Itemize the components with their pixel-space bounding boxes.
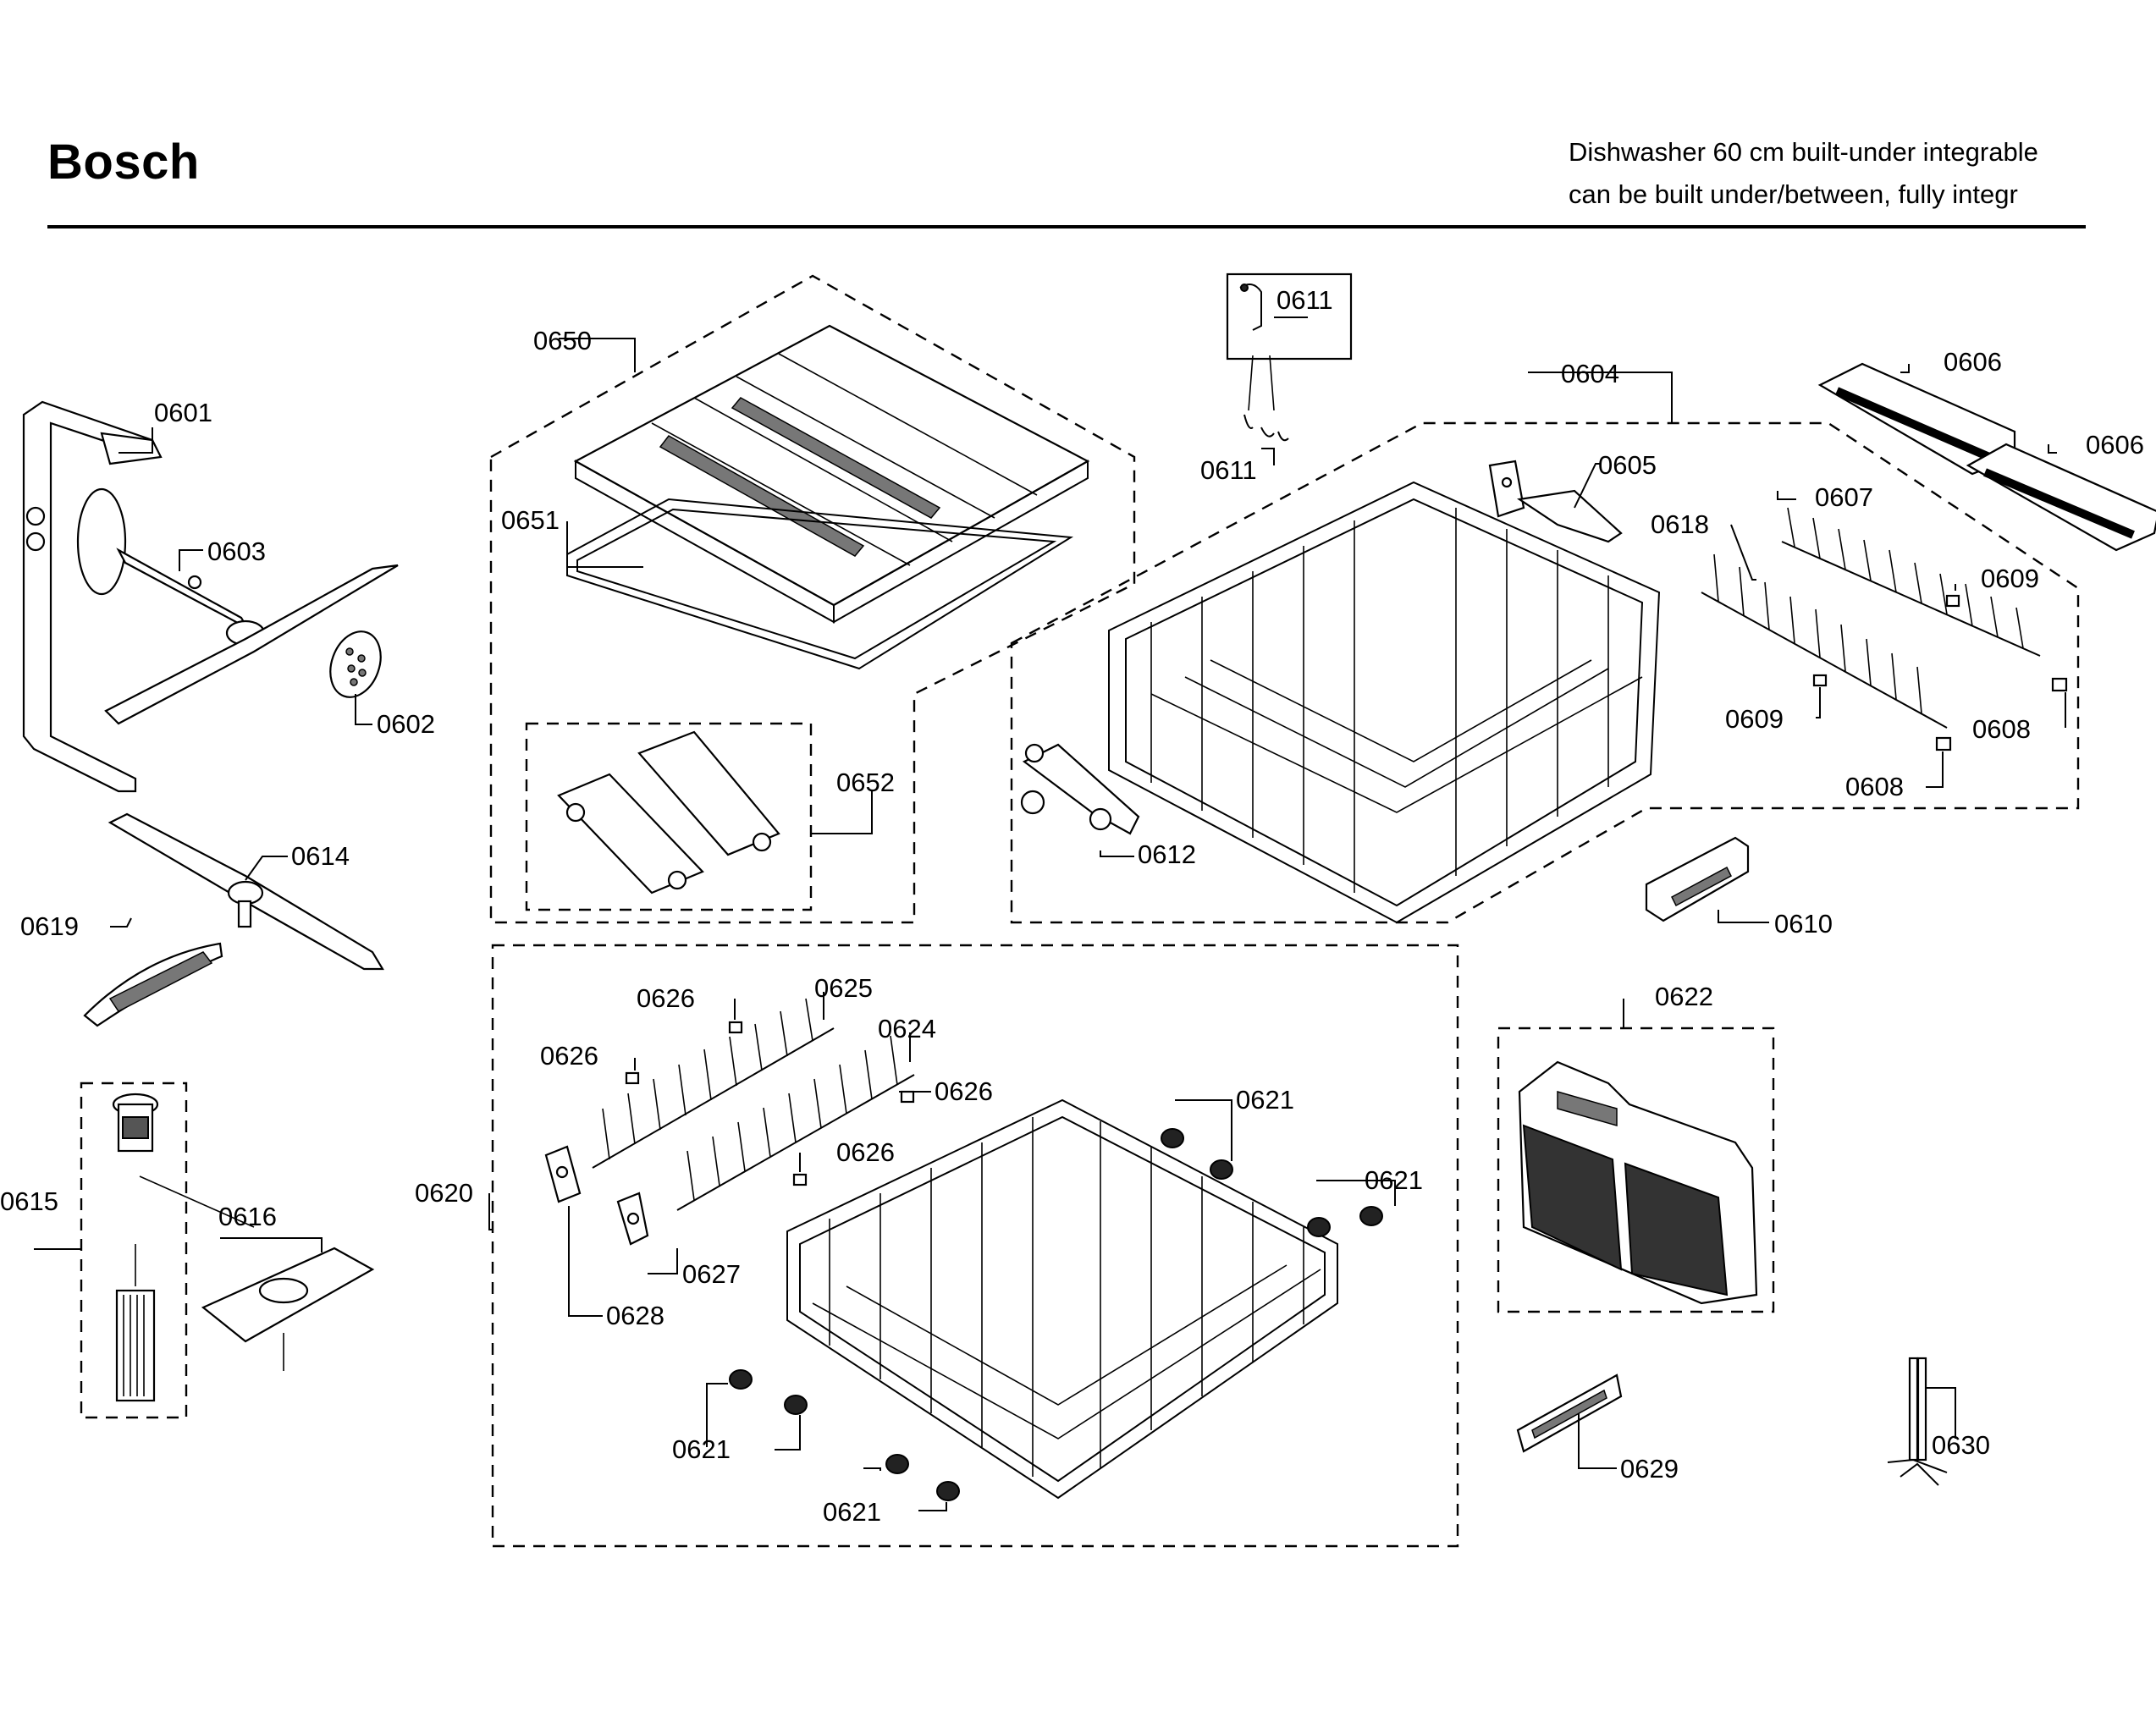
part-0652-tray-rails [557, 730, 780, 895]
label-0608-left: 0608 [1845, 772, 1904, 801]
leader-lines [34, 317, 2066, 1511]
label-0626-a: 0626 [637, 983, 695, 1013]
label-0650: 0650 [533, 326, 592, 355]
label-0621-a: 0621 [1236, 1085, 1294, 1115]
part-0610-handle [1645, 836, 1750, 922]
part-0624-tine-rack [676, 1035, 915, 1211]
part-0609-clips [1812, 594, 1960, 687]
group-box-0652 [525, 722, 813, 911]
label-0626-b: 0626 [540, 1041, 598, 1071]
part-0612-rack-adjuster [1020, 743, 1140, 835]
part-0604-upper-basket [1108, 481, 1661, 924]
label-0626-d: 0626 [836, 1137, 895, 1167]
label-0628: 0628 [606, 1301, 664, 1330]
part-labels: 0601 0602 0603 0614 0619 0615 0616 0650 … [0, 285, 2144, 1527]
part-0603-upper-spray-arm [76, 487, 399, 725]
label-0619: 0619 [20, 911, 79, 941]
label-0614: 0614 [291, 841, 350, 871]
group-box-0622 [1497, 1027, 1775, 1313]
label-0601: 0601 [154, 398, 212, 427]
label-0606-lower: 0606 [2086, 430, 2144, 460]
part-0627-bracket [616, 1192, 649, 1246]
part-0626-clips [625, 1021, 915, 1186]
part-0614-lower-spray-arm [108, 812, 384, 971]
model-description-line-2: can be built under/between, fully integr [1569, 179, 2018, 209]
label-0611-lower: 0611 [1200, 455, 1257, 485]
group-box-0611 [1226, 272, 1353, 361]
part-0616-microfilter [201, 1247, 375, 1371]
part-0622-cutlery-basket [1518, 1060, 1758, 1305]
part-0621-wheels [729, 1128, 1383, 1501]
label-0618: 0618 [1651, 509, 1709, 539]
part-0602-nozzle-disc [329, 630, 382, 698]
part-0630-tine-stand [1887, 1357, 1948, 1486]
group-box-upper-basket [1010, 421, 2080, 924]
part-0605-upper-rack-hinge [1488, 460, 1623, 543]
label-0621-d: 0621 [823, 1497, 881, 1527]
label-0612: 0612 [1138, 839, 1196, 869]
label-0610: 0610 [1774, 909, 1833, 939]
part-0611-clip [1239, 283, 1289, 442]
label-0616: 0616 [218, 1202, 277, 1231]
part-0650-cutlery-tray [573, 324, 1090, 624]
label-0621-c: 0621 [672, 1434, 731, 1464]
part-0606-tine-row-1 [1817, 362, 2016, 476]
part-0601-supply-duct [22, 400, 163, 793]
part-0618-tine-rack [1701, 553, 1948, 729]
group-box-filter [80, 1082, 188, 1419]
model-description-line-1: Dishwasher 60 cm built-under integrable [1569, 137, 2038, 167]
label-0602: 0602 [377, 709, 435, 739]
label-0626-c: 0626 [935, 1076, 993, 1106]
part-0628-bracket [544, 1145, 582, 1203]
part-0619-cover [83, 942, 223, 1027]
label-0606-upper: 0606 [1944, 347, 2002, 377]
brand-title: Bosch [47, 135, 200, 190]
part-0607-tine-rack [1781, 507, 2041, 657]
label-0652: 0652 [836, 768, 895, 797]
label-0611-upper: 0611 [1277, 285, 1333, 315]
label-0624: 0624 [878, 1014, 936, 1043]
label-0625: 0625 [814, 973, 873, 1003]
label-0651: 0651 [501, 505, 560, 535]
header-divider [47, 225, 2086, 228]
label-0605: 0605 [1598, 450, 1657, 480]
label-0607: 0607 [1815, 482, 1873, 512]
label-0615: 0615 [0, 1186, 58, 1216]
label-0609-left: 0609 [1725, 704, 1784, 734]
label-0603: 0603 [207, 537, 266, 566]
part-0615-fine-filter [112, 1093, 255, 1402]
label-0608-right: 0608 [1972, 714, 2031, 744]
group-box-upper-rack-tray [489, 274, 1136, 924]
label-0604: 0604 [1561, 359, 1619, 388]
part-0608-clips [1935, 677, 2068, 751]
part-0606-tine-row-2 [1966, 443, 2156, 552]
part-0625-tine-rack [592, 998, 835, 1169]
label-0620: 0620 [415, 1178, 473, 1208]
group-box-lower-rack [491, 944, 1459, 1548]
label-0630: 0630 [1932, 1430, 1990, 1460]
label-0627: 0627 [682, 1259, 741, 1289]
part-0651-tray-frame [566, 498, 1074, 670]
part-0620-lower-basket [786, 1098, 1338, 1500]
label-0609-right: 0609 [1981, 564, 2039, 593]
part-0629-handle [1516, 1373, 1623, 1453]
label-0629: 0629 [1620, 1454, 1679, 1484]
label-0622: 0622 [1655, 982, 1713, 1011]
label-0621-b: 0621 [1365, 1165, 1423, 1195]
